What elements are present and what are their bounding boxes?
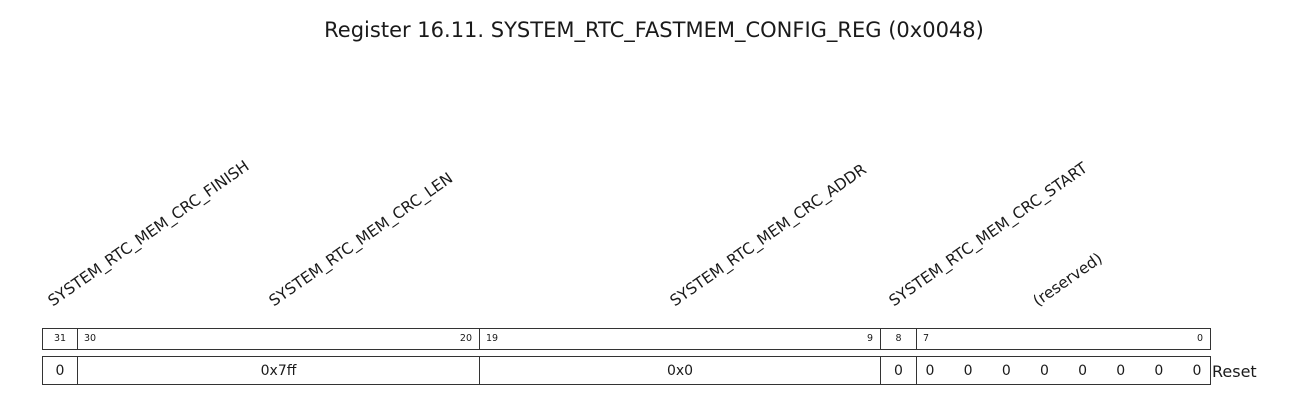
reserved-bit-5: 0 xyxy=(1001,362,1011,379)
bit-cell-19-9: 19 9 xyxy=(480,329,881,349)
bit-cell-31: 31 xyxy=(43,329,78,349)
reset-value-crc-start: 0 xyxy=(894,362,903,379)
field-label-crc-addr: SYSTEM_RTC_MEM_CRC_ADDR xyxy=(666,160,870,310)
reserved-bits: 0 0 0 0 0 0 0 0 xyxy=(917,357,1210,384)
reserved-bit-6: 0 xyxy=(963,362,973,379)
register-title: Register 16.11. SYSTEM_RTC_FASTMEM_CONFI… xyxy=(324,18,984,42)
bit-cell-7-0: 7 0 xyxy=(917,329,1210,349)
reserved-bit-0: 0 xyxy=(1192,362,1202,379)
reset-value-crc-len: 0x7ff xyxy=(260,362,297,379)
field-label-crc-len: SYSTEM_RTC_MEM_CRC_LEN xyxy=(265,169,457,310)
reset-cell-crc-addr: 0x0 xyxy=(480,357,881,384)
bit-cell-8: 8 xyxy=(881,329,917,349)
reserved-bit-4: 0 xyxy=(1039,362,1049,379)
bit-cell-30-20: 30 20 xyxy=(78,329,480,349)
reset-value-crc-addr: 0x0 xyxy=(666,362,694,379)
bit-number-30: 30 xyxy=(84,333,97,344)
field-label-reserved: (reserved) xyxy=(1029,249,1106,310)
reset-cell-crc-start: 0 xyxy=(881,357,917,384)
reset-value-crc-finish: 0 xyxy=(55,362,65,379)
bit-number-0: 0 xyxy=(1196,333,1203,344)
bit-number-9: 9 xyxy=(866,333,873,344)
reserved-bit-1: 0 xyxy=(1154,362,1164,379)
reserved-bit-7: 0 xyxy=(925,362,935,379)
bit-number-20: 20 xyxy=(459,333,472,344)
reset-value-row: 0 0x7ff 0x0 0 0 0 0 0 0 0 0 0 xyxy=(42,356,1211,385)
bit-position-row: 31 30 20 19 9 8 7 0 xyxy=(42,328,1211,350)
reset-cell-reserved: 0 0 0 0 0 0 0 0 xyxy=(917,357,1210,384)
reset-cell-crc-len: 0x7ff xyxy=(78,357,480,384)
reserved-bit-2: 0 xyxy=(1116,362,1126,379)
reserved-bit-3: 0 xyxy=(1078,362,1088,379)
bit-number-8: 8 xyxy=(895,333,902,344)
field-label-crc-finish: SYSTEM_RTC_MEM_CRC_FINISH xyxy=(44,156,253,310)
bit-number-7: 7 xyxy=(923,333,930,344)
bit-number-31: 31 xyxy=(53,333,67,344)
reset-label: Reset xyxy=(1212,362,1257,381)
reset-cell-crc-finish: 0 xyxy=(43,357,78,384)
bit-number-19: 19 xyxy=(486,333,499,344)
